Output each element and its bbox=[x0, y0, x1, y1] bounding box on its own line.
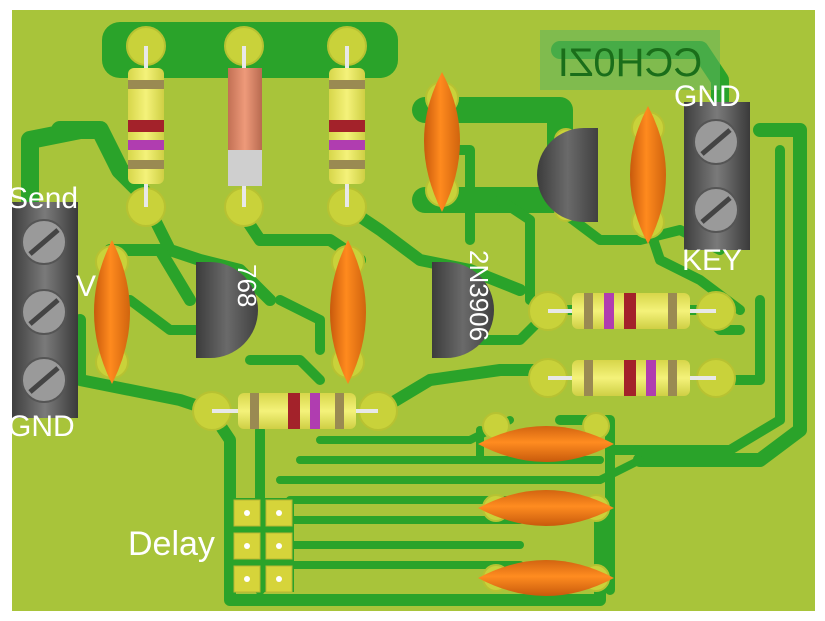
label-transistor-b: 2N3906 bbox=[464, 250, 494, 341]
capacitor-c4 bbox=[630, 106, 666, 244]
resistor-r1 bbox=[128, 46, 164, 207]
transistor-q2 bbox=[432, 262, 494, 358]
delay-header bbox=[233, 498, 294, 593]
capacitor-c2 bbox=[94, 240, 130, 384]
terminal-screw bbox=[21, 289, 67, 335]
transistor-q1 bbox=[196, 262, 258, 358]
resistor-r5 bbox=[548, 360, 716, 396]
label-transistor-a: 768 bbox=[232, 264, 262, 307]
diode-d1 bbox=[228, 46, 262, 207]
capacitor-c1 bbox=[424, 72, 460, 212]
resistor-r2 bbox=[329, 46, 365, 207]
terminal-block-left bbox=[12, 202, 78, 418]
label-send: Send bbox=[8, 182, 78, 215]
label-key: KEY bbox=[682, 244, 742, 277]
terminal-block-right bbox=[684, 102, 750, 250]
capacitor-c3 bbox=[330, 240, 366, 384]
terminal-screw bbox=[21, 357, 67, 403]
terminal-screw bbox=[693, 119, 739, 165]
capacitor-c6 bbox=[478, 490, 614, 526]
resistor-r3 bbox=[212, 393, 378, 429]
label-delay: Delay bbox=[128, 525, 215, 563]
label-v: V bbox=[76, 270, 96, 303]
capacitor-c7 bbox=[478, 560, 614, 596]
mirrored-board-label: CCH0ZI bbox=[540, 30, 720, 90]
capacitor-c5 bbox=[478, 426, 614, 462]
terminal-screw bbox=[693, 187, 739, 233]
svg-text:CCH0ZI: CCH0ZI bbox=[558, 41, 702, 85]
label-gnd-right: GND bbox=[674, 80, 741, 113]
resistor-r4 bbox=[548, 293, 716, 329]
transistor-q3 bbox=[537, 128, 598, 222]
label-gnd-left: GND bbox=[8, 410, 75, 443]
terminal-screw bbox=[21, 219, 67, 265]
